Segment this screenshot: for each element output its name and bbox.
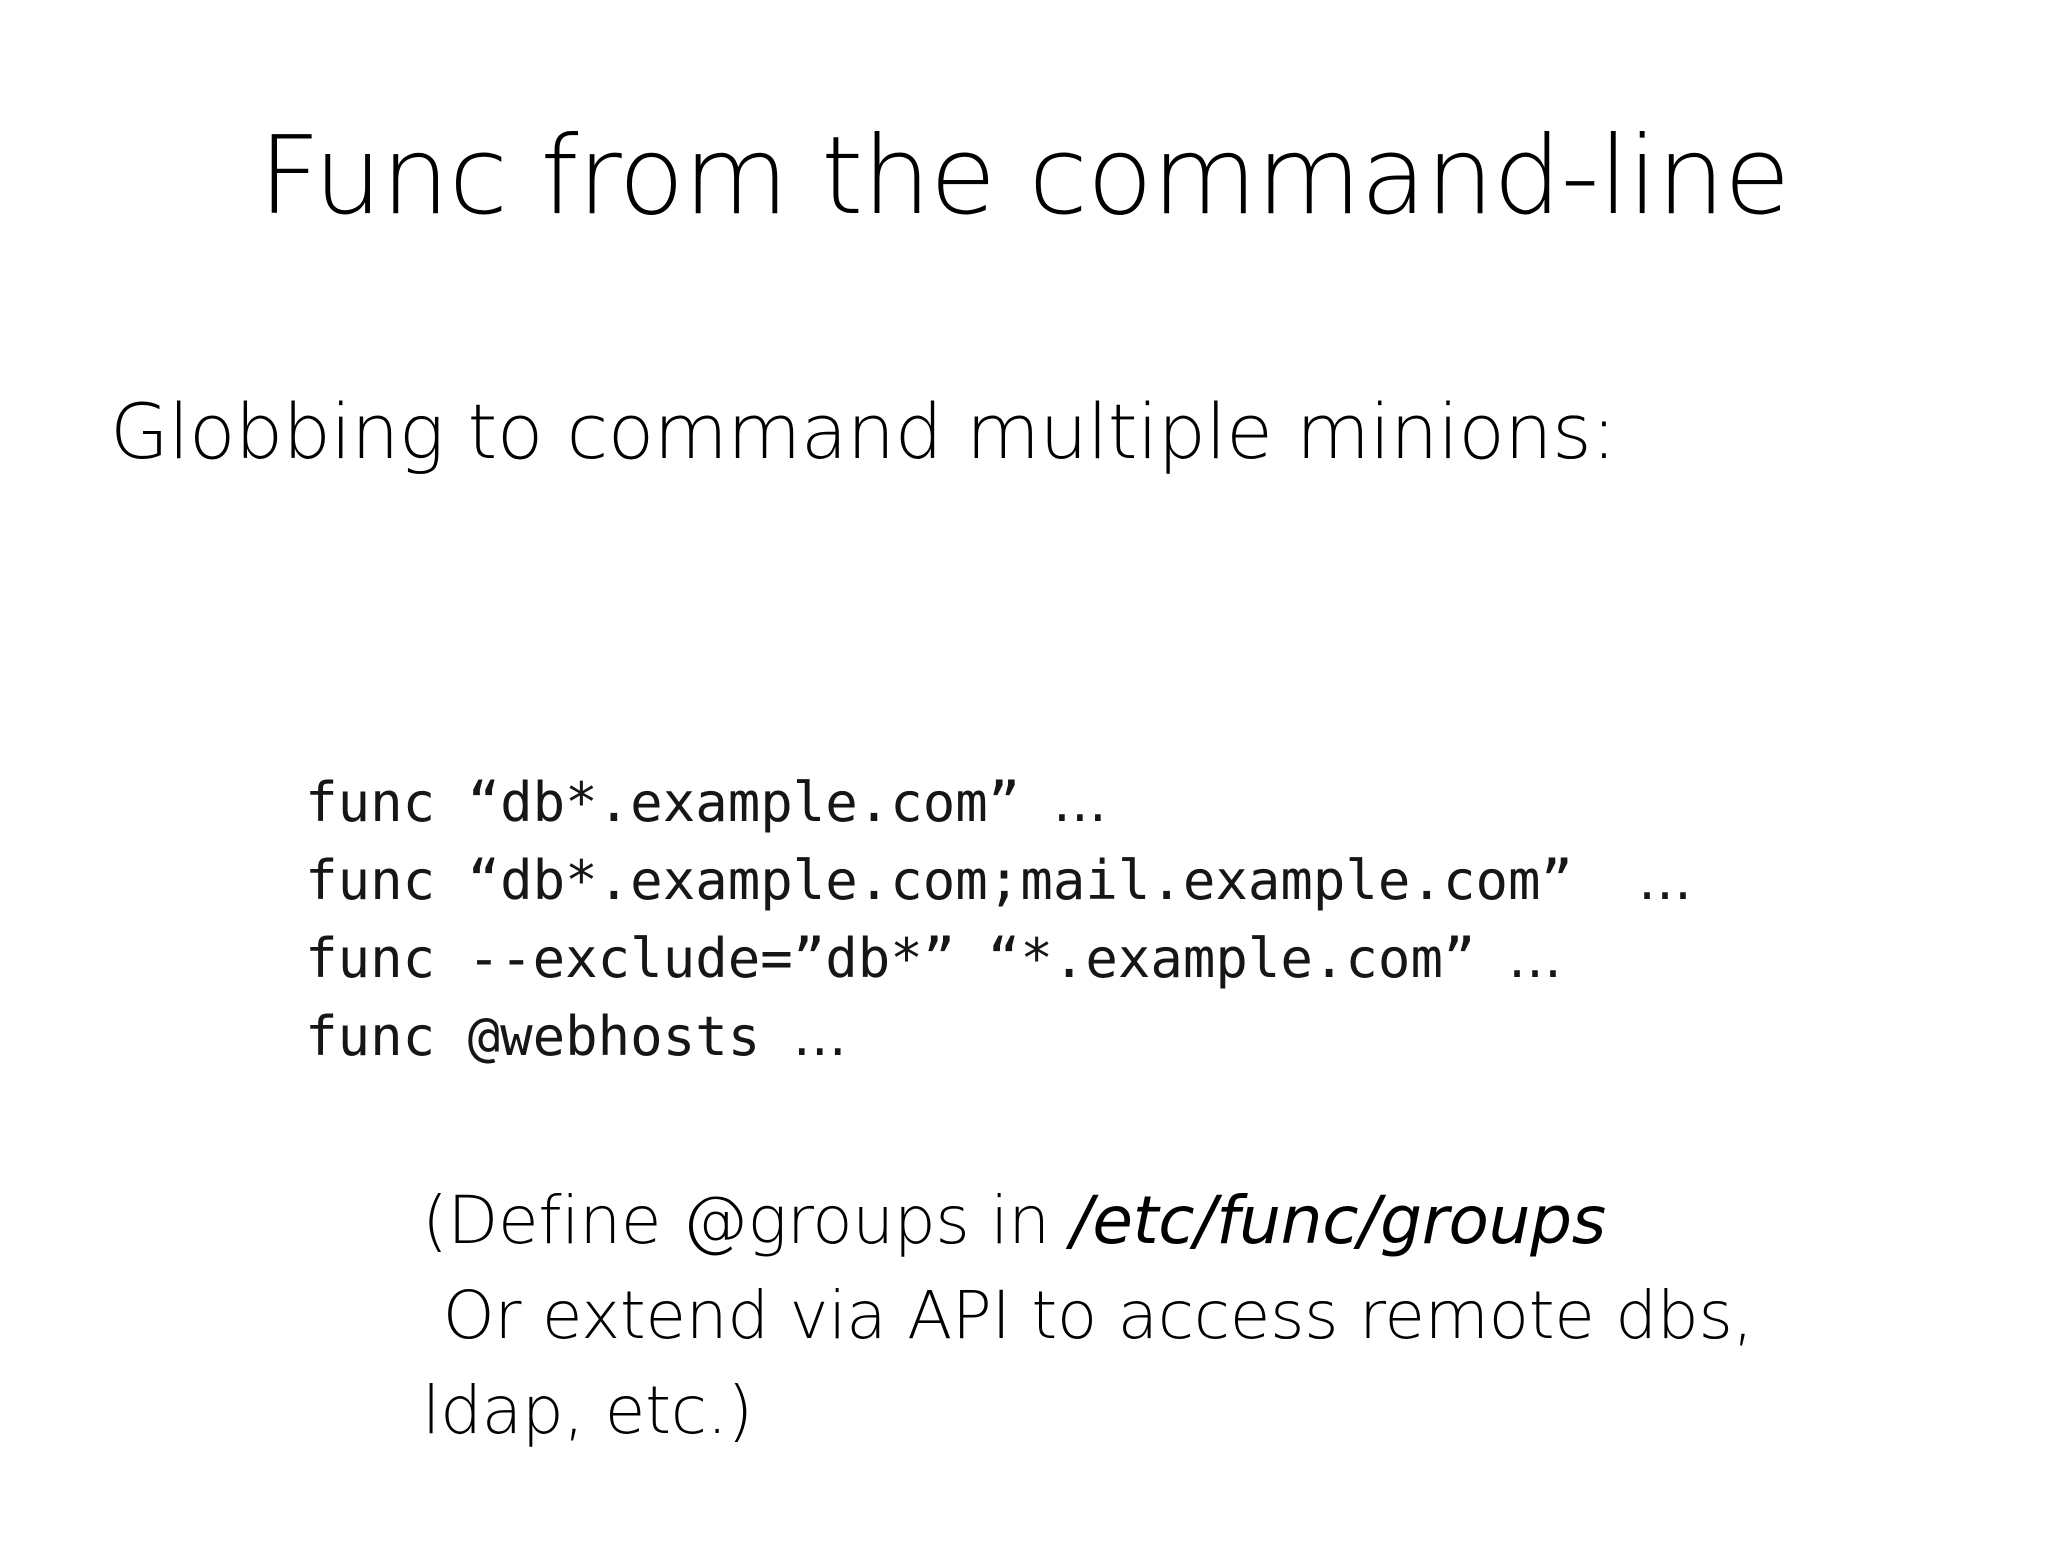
code-line: func “db*.example.com;mail.example.com” …	[110, 764, 1692, 912]
note-text: ldap, etc.)	[422, 1372, 753, 1449]
code-line: func “db*.example.com” …	[110, 686, 1692, 834]
note-block: (Define @groups in /etc/func/groups Or e…	[298, 1078, 1754, 1449]
ellipsis-glyph: …	[792, 1005, 847, 1068]
code-line: func --exclude=”db*” “*.example.com” …	[110, 842, 1692, 990]
code-command: func @webhosts	[305, 1005, 793, 1068]
subtitle-text: Globbing to command multiple minions:	[110, 387, 1617, 476]
note-line: Or extend via API to access remote dbs,	[298, 1173, 1754, 1354]
note-line: (Define @groups in /etc/func/groups	[298, 1078, 1753, 1259]
note-line: ldap, etc.)	[298, 1268, 1753, 1449]
file-path: /etc/func/groups	[1070, 1182, 1606, 1259]
code-line: func @webhosts …	[110, 920, 1692, 1068]
note-text: Or extend via API to access remote dbs,	[422, 1277, 1754, 1354]
ellipsis-glyph: …	[1052, 771, 1107, 834]
ellipsis-glyph: …	[1507, 927, 1562, 990]
note-text: (Define @groups in	[422, 1182, 1071, 1259]
ellipsis-glyph: …	[1638, 849, 1693, 912]
code-command: func “db*.example.com”	[305, 771, 1053, 834]
code-command: func “db*.example.com;mail.example.com”	[305, 849, 1639, 912]
code-block: func “db*.example.com” … func “db*.examp…	[110, 686, 1692, 1068]
code-command: func --exclude=”db*” “*.example.com”	[305, 927, 1508, 990]
page-title: Func from the command-line	[258, 114, 1791, 239]
